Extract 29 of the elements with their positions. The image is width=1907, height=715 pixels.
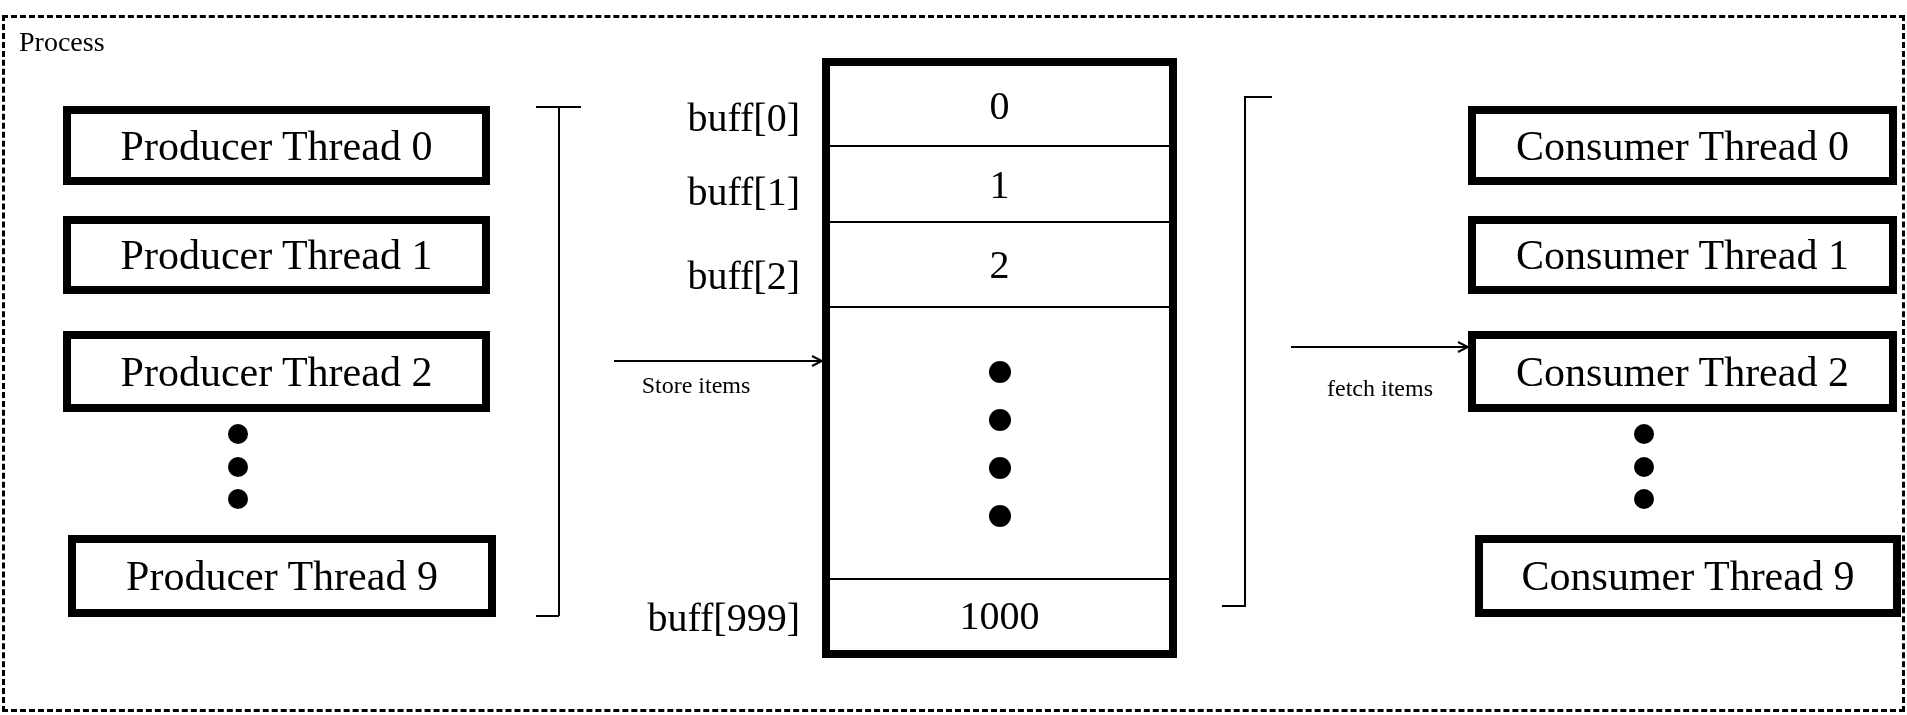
- arrow: [613, 355, 823, 367]
- slot-value: 1: [989, 160, 1010, 208]
- thread-box: [63, 106, 490, 185]
- boundary-title: Process: [19, 26, 105, 58]
- thread-box: [1468, 216, 1897, 294]
- thread-box: [1468, 331, 1897, 412]
- index-label: buff[999]: [647, 593, 800, 641]
- thread-box: [63, 216, 490, 294]
- thread-label: Consumer Thread 2: [1516, 347, 1849, 396]
- buffer-array: [822, 58, 1177, 658]
- thread-box: [1468, 106, 1897, 185]
- index-label: buff[2]: [687, 251, 800, 299]
- thread-label: Producer Thread 2: [120, 347, 433, 396]
- thread-label: Consumer Thread 0: [1516, 121, 1849, 170]
- arrow: [1290, 341, 1469, 353]
- slot-value: 0: [989, 82, 1010, 129]
- thread-box: [63, 331, 490, 412]
- thread-label: Consumer Thread 9: [1521, 552, 1855, 600]
- slot-value: 1000: [959, 591, 1040, 639]
- slot-value: 2: [989, 241, 1010, 288]
- thread-label: Consumer Thread 1: [1516, 231, 1849, 279]
- thread-label: Producer Thread 9: [126, 552, 438, 600]
- thread-label: Producer Thread 0: [120, 121, 433, 170]
- thread-label: Producer Thread 1: [120, 231, 433, 279]
- index-label: buff[1]: [687, 167, 800, 215]
- index-label: buff[0]: [687, 93, 800, 141]
- thread-box: [68, 535, 496, 617]
- thread-box: [1475, 535, 1901, 617]
- process-boundary: [2, 15, 1905, 712]
